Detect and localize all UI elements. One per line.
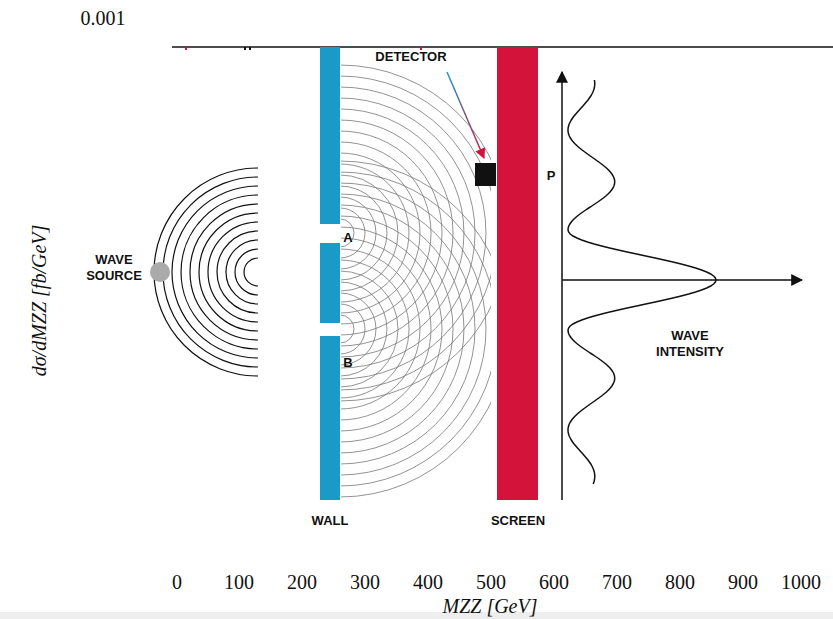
diagram-label: A bbox=[343, 230, 352, 245]
leader-line bbox=[447, 72, 484, 158]
axis-label: 700 bbox=[602, 571, 632, 594]
axis bbox=[562, 279, 802, 281]
axis-label: 300 bbox=[350, 571, 380, 594]
axis-label: dσ/dMZZ [fb/GeV] bbox=[29, 224, 52, 376]
diagram-ground bbox=[150, 50, 810, 510]
axis-label: 200 bbox=[287, 571, 317, 594]
axis-label: MZZ [GeV] bbox=[442, 595, 537, 618]
detector bbox=[475, 163, 496, 186]
diagram-label: DETECTOR bbox=[375, 49, 446, 64]
diagram-label: P bbox=[547, 168, 556, 183]
wave-source bbox=[150, 262, 170, 282]
diagram-label: SCREEN bbox=[491, 513, 545, 528]
diagram-label: WAVE SOURCE bbox=[84, 252, 144, 285]
axis-label: 1000 bbox=[781, 571, 821, 594]
diagram-label: B bbox=[343, 355, 352, 370]
axis-label: 600 bbox=[539, 571, 569, 594]
axis-label: 500 bbox=[476, 571, 506, 594]
axis-label: 100 bbox=[224, 571, 254, 594]
diagram-label: WALL bbox=[312, 513, 349, 528]
axis-label: 0 bbox=[172, 571, 182, 594]
axis-label: 0.001 bbox=[81, 7, 126, 30]
axis bbox=[561, 72, 563, 500]
wall bbox=[320, 47, 340, 500]
slit-waves bbox=[341, 65, 491, 497]
bottom-band bbox=[0, 612, 833, 619]
intensity-curve bbox=[568, 80, 716, 484]
axis-label: 800 bbox=[665, 571, 695, 594]
axis-label: 400 bbox=[413, 571, 443, 594]
diagram-label: WAVE INTENSITY bbox=[645, 328, 735, 361]
screen bbox=[497, 47, 538, 500]
axis-label: 900 bbox=[728, 571, 758, 594]
